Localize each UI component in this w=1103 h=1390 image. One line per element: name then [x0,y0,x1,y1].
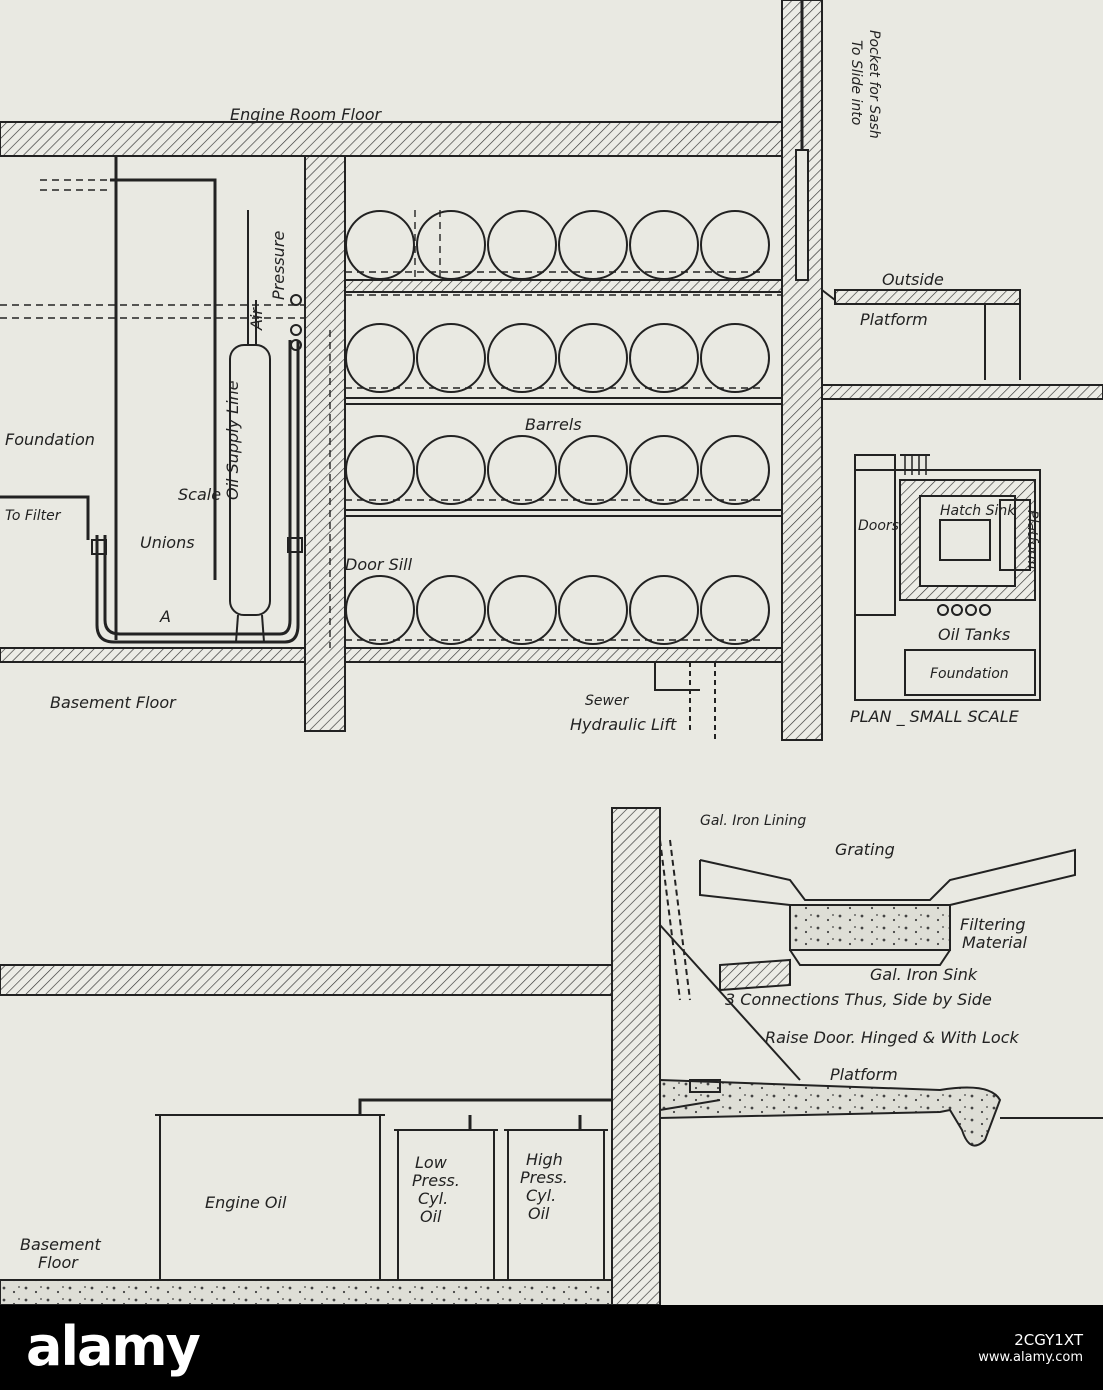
label-grating: Grating [835,840,895,859]
outside-platform-bottom [659,1078,1002,1147]
label-mark-a: A [159,607,171,626]
label-engine-oil: Engine Oil [205,1193,287,1212]
label-high-press-4: Oil [528,1204,550,1223]
label-platform-bottom: Platform [830,1065,898,1084]
plan-small-scale [854,454,1041,701]
label-door-sill: Door Sill [345,555,413,574]
stock-footer-bar: alamy 2CGY1XT www.alamy.com [0,1305,1103,1390]
storage-room-floor [344,647,783,663]
engine-room-floor-slab [0,121,811,157]
label-high-press-3: Cyl. [526,1186,556,1205]
label-high-press-2: Press. [520,1168,568,1187]
label-engine-room-floor: Engine Room Floor [230,105,383,124]
oil-supply-piping [0,155,300,644]
label-unions: Unions [140,533,195,552]
label-hatch-sink: Hatch Sink [940,503,1016,519]
oil-storage-drawing: Engine Room Floor Pocket for Sash To Sli… [0,0,1103,1305]
label-oil-tanks: Oil Tanks [938,625,1010,644]
elevation-section [0,0,1103,741]
brand-wordmark: alamy [26,1315,201,1378]
ceiling-slab [0,964,613,996]
label-pressure: Pressure [269,231,288,300]
pressure-tank [91,210,303,643]
label-low-press-2: Press. [412,1171,460,1190]
label-material: Material [962,933,1028,952]
diagram-labels: Engine Room Floor Pocket for Sash To Sli… [5,30,1040,1272]
barrels-row-4 [345,575,770,645]
label-foundation-left: Foundation [5,430,95,449]
ground-right [821,384,1103,400]
label-gal-iron-lining: Gal. Iron Lining [700,813,806,829]
label-sewer: Sewer [585,693,630,709]
label-raise-door: Raise Door. Hinged & With Lock [765,1028,1020,1047]
barrels-row-2 [345,323,770,393]
basement-floor-left [0,647,306,663]
label-gal-iron-sink: Gal. Iron Sink [870,965,978,984]
label-scale: Scale [178,485,221,504]
label-doors: Doors [858,518,899,534]
basement-floor-bottom [0,1279,613,1305]
label-filtering: Filtering [960,915,1026,934]
label-low-press-4: Oil [420,1207,442,1226]
stock-url[interactable]: www.alamy.com [978,1350,1083,1365]
filter-sink [789,904,951,951]
label-to-filter: To Filter [5,508,62,524]
label-air: Air [247,307,266,331]
brand-logo[interactable]: alamy [26,1317,240,1377]
label-basement-floor-top: Basement Floor [50,693,177,712]
label-low-press-1: Low [415,1153,448,1172]
label-platform-plan: Platform [1024,510,1040,569]
barrels-row-1 [345,210,770,280]
left-wall [304,155,346,732]
wall-bottom [611,807,661,1305]
label-outside: Outside [882,270,944,289]
shelf-1 [344,279,783,293]
label-low-press-3: Cyl. [418,1189,448,1208]
plan-foundation [904,649,1036,696]
filter-section [0,807,1103,1305]
label-high-press-1: High [526,1150,563,1169]
stock-info: 2CGY1XT www.alamy.com [978,1331,1083,1367]
label-floor: Floor [38,1253,79,1272]
label-plan-small-scale: PLAN _ SMALL SCALE [850,707,1020,727]
label-hydraulic-lift: Hydraulic Lift [570,715,677,734]
barrels-row-3 [345,435,770,505]
plan-hatch-sink [939,519,991,561]
diagram-image: Engine Room Floor Pocket for Sash To Sli… [0,0,1103,1305]
label-to-slide-into: To Slide into [848,40,864,125]
label-barrels: Barrels [525,415,582,434]
stock-image-id: 2CGY1XT [1014,1331,1083,1349]
label-three-connections: 3 Connections Thus, Side by Side [725,990,992,1009]
outside-platform-slab [834,289,1021,305]
label-basement: Basement [20,1235,102,1254]
label-platform-top: Platform [860,310,928,329]
label-pocket-for-sash: Pocket for Sash [866,30,882,139]
label-foundation-plan: Foundation [930,666,1009,682]
label-oil-supply-line: Oil Supply Line [223,380,242,500]
